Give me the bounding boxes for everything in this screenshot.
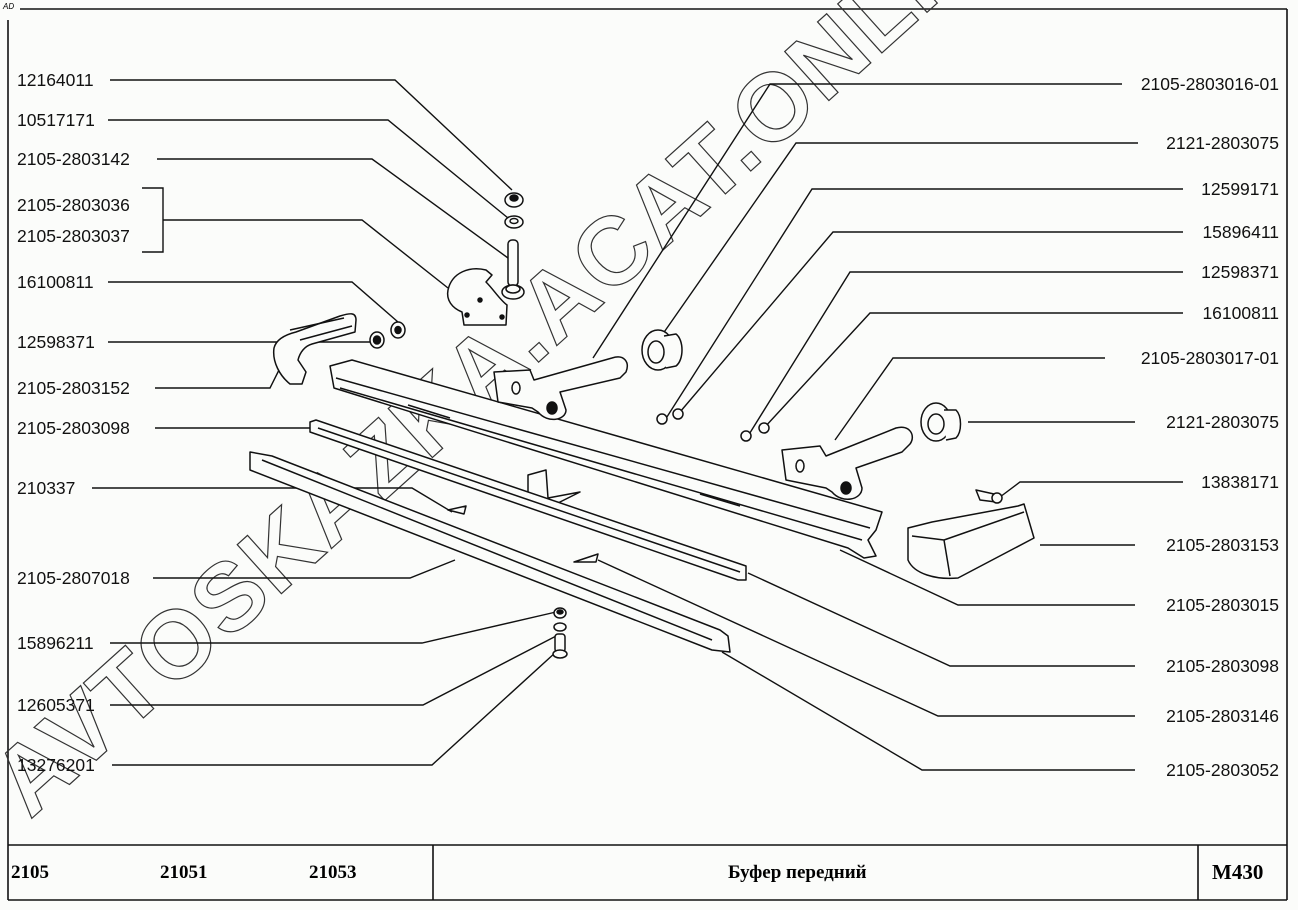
nut-16100811 [390,321,406,339]
leader-l10 [153,559,456,579]
callout-label[interactable]: 2105-2803036 [17,195,130,215]
sheet-code: M430 [1212,860,1264,884]
callout-label[interactable]: 2121-2803075 [1166,412,1279,432]
leader-l7 [155,367,281,389]
callout-label[interactable]: 2105-2807018 [17,568,130,588]
sheet-title: Буфер передний [728,862,867,883]
model-2105: 2105 [11,862,49,883]
bracket-2105-2803036 [446,268,508,326]
corner-mark: AD [3,2,15,11]
leader-r5 [747,271,1183,437]
bracket-arm-2105-2803016-01 [493,356,628,421]
model-21051: 21051 [160,862,208,883]
washer-15896411 [672,408,684,420]
callout-label[interactable]: 2105-2803017-01 [1140,348,1279,368]
nut-12599171 [656,413,668,425]
leader-r7 [834,357,1105,441]
callout-label[interactable]: 12598371 [17,332,95,352]
washer-12605371 [553,622,567,632]
callout-label[interactable]: 12605371 [17,695,95,715]
leader-l3 [157,158,509,259]
leader-r11 [839,549,1135,606]
leader-r1 [592,83,1122,359]
nut-12598371-right [740,430,752,442]
callout-label[interactable]: 10517171 [17,110,95,130]
leader-r13 [597,559,1135,717]
callout-label[interactable]: 2105-2803015 [1166,595,1279,615]
callout-label[interactable]: 12599171 [1201,179,1279,199]
leader-l13 [112,651,557,766]
leader-l5 [108,281,399,323]
callout-label[interactable]: 16100811 [1202,303,1279,323]
leader-lines-left [92,79,561,766]
callout-label[interactable]: 12598371 [1201,262,1279,282]
callout-label[interactable]: 210337 [17,478,76,498]
leader-r2 [659,142,1138,339]
buffer-pad-2121-2803075-right [920,402,962,442]
leader-l12 [110,633,561,706]
callout-label[interactable]: 2105-2803037 [17,226,130,246]
callout-label[interactable]: 2105-2803098 [1166,656,1279,676]
leader-l4 [163,219,449,289]
leader-r14 [721,651,1135,771]
leader-l1 [110,79,513,191]
callout-label[interactable]: 2105-2803146 [1166,706,1279,726]
callout-label[interactable]: 2105-2803052 [1166,760,1279,780]
callout-label[interactable]: 15896411 [1202,222,1279,242]
callout-label[interactable]: 2105-2803153 [1166,535,1279,555]
bumper-beam-2105-2803015 [329,359,883,559]
sheet-frame [7,8,1288,901]
end-cap-right-2105-2803153 [907,503,1035,580]
leader-r3 [664,188,1183,421]
callout-label[interactable]: 2121-2803075 [1166,133,1279,153]
callout-label[interactable]: 2105-2803016-01 [1140,74,1279,94]
nut-16100811-right [758,422,770,434]
leader-l11 [110,611,557,644]
bracket-l4 [142,187,164,253]
leader-r4 [679,231,1183,413]
washer-10517171 [504,215,524,229]
callout-label[interactable]: 13276201 [17,755,95,775]
callout-label[interactable]: 13838171 [1201,472,1279,492]
leader-lines-right [592,83,1183,771]
screw-2105-2803146 [573,553,599,563]
washer-12598371 [369,331,385,349]
bolt-2105-2803142 [501,239,525,300]
leader-r9 [999,481,1183,498]
callout-label[interactable]: 15896211 [17,633,94,653]
buffer-pad-2121-2803075-left [641,329,683,371]
leader-l2 [108,119,509,219]
callout-label[interactable]: 12164011 [17,70,94,90]
nut-15896211 [553,607,567,619]
leader-r6 [763,312,1183,429]
bolt-13276201 [552,633,568,659]
callout-label[interactable]: 2105-2803098 [17,418,130,438]
callout-label[interactable]: 16100811 [17,272,94,292]
bracket-arm-2105-2803017-01 [781,426,914,500]
leader-l9 [92,487,453,513]
parts [249,192,1035,659]
leader-r12 [747,572,1135,667]
end-cap-left-2105-2803152 [272,313,357,385]
model-21053: 21053 [309,862,357,883]
nut-12164011 [504,192,524,208]
callout-label[interactable]: 2105-2803142 [17,149,130,169]
callout-label[interactable]: 2105-2803152 [17,378,130,398]
screw-210337 [447,505,467,515]
